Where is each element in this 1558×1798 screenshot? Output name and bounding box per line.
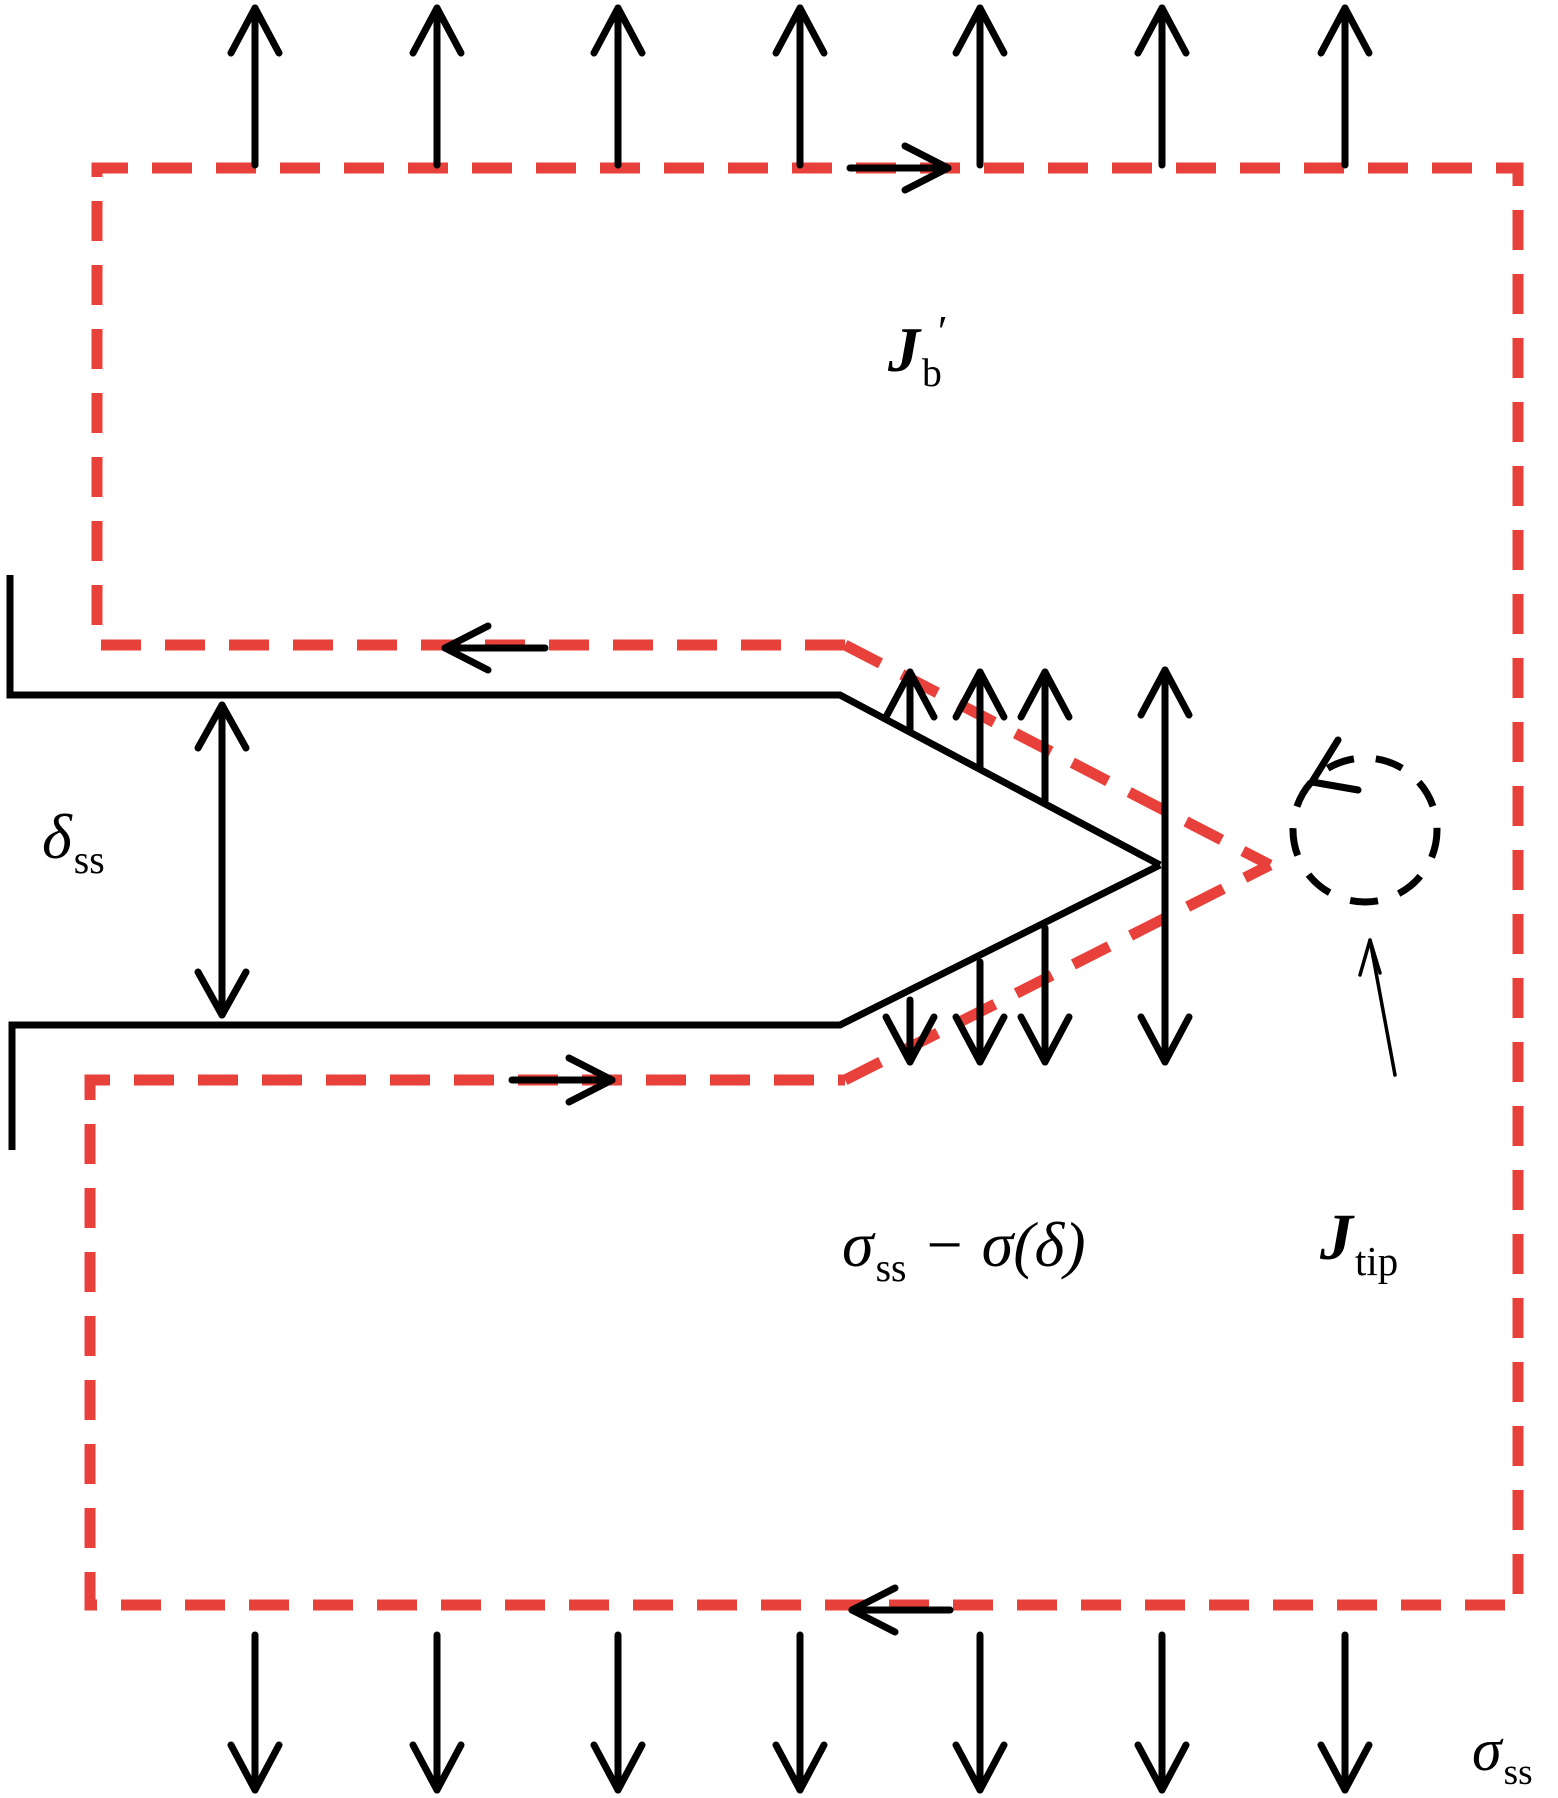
remote-stress-arrow-down: [952, 1631, 1008, 1794]
crack-upper-face: [6, 575, 1162, 869]
j-b-prime-label: Jb′: [888, 309, 948, 393]
j-symbol: J: [888, 314, 920, 385]
j-tip-label: Jtip: [1320, 1205, 1398, 1282]
remote-stress-arrow-down: [227, 1631, 283, 1794]
bridging-traction-arrow-up: [882, 668, 938, 734]
tip-contour-circle: [1289, 754, 1441, 906]
remote-stress-arrow-up: [952, 4, 1008, 169]
delta-ss-subscript: ss: [73, 838, 105, 883]
remote-stress-arrow-up: [1317, 4, 1373, 169]
contour-outer-path: [84, 162, 1524, 1611]
j-tip-subscript: tip: [1355, 1238, 1399, 1284]
tip-contour-direction-arrow: [1308, 736, 1362, 794]
crack-profile: [6, 575, 1162, 1150]
remote-stress-arrow-down: [1317, 1631, 1373, 1794]
delta-symbol: δ: [42, 801, 72, 872]
sigma-ss-symbol: σ: [1472, 1717, 1502, 1783]
bridging-traction-arrow-up: [1017, 668, 1073, 805]
sigma-ss-label-subscript: ss: [1503, 1752, 1533, 1794]
sigma-symbol: σ: [842, 1209, 874, 1280]
prime-mark: ′: [937, 306, 948, 357]
sigma-delta-term: − σ(δ): [906, 1209, 1086, 1280]
remote-stress-arrow-up: [772, 4, 828, 169]
remote-stress-arrow-up: [409, 4, 465, 169]
contour-direction-arrow-top: [846, 142, 952, 194]
delta-ss-label: δss: [42, 805, 105, 880]
crack-opening-arrow: [194, 701, 250, 1019]
sigma-ss-subscript: ss: [875, 1246, 907, 1291]
remote-stress-arrow-up: [590, 4, 646, 169]
bridging-traction-arrow-up: [952, 668, 1008, 771]
j-tip-symbol: J: [1320, 1201, 1353, 1274]
bridging-traction-arrow-down: [952, 958, 1008, 1066]
bridging-traction-arrow-down: [1017, 924, 1073, 1066]
contour-direction-arrow-lower-crack: [508, 1054, 616, 1106]
tip-pointer-arrow: [1358, 938, 1397, 1077]
contour-direction-arrow-upper-crack: [441, 622, 549, 674]
crack-lower-face: [8, 861, 1162, 1150]
remote-stress-arrow-down: [1134, 1631, 1190, 1794]
tip-traction-double-arrow: [1137, 666, 1193, 1066]
remote-stress-arrow-up: [1134, 4, 1190, 169]
sigma-ss-label: σss: [1472, 1717, 1533, 1791]
j-b-subscript: b: [922, 351, 942, 396]
contour-direction-arrow-bottom: [848, 1584, 954, 1636]
remote-stress-arrow-down: [409, 1631, 465, 1794]
remote-stress-arrow-up: [227, 4, 283, 169]
bridging-traction-arrow-down: [882, 996, 938, 1066]
bridging-stress-label: σss − σ(δ): [842, 1213, 1086, 1288]
remote-stress-arrow-down: [772, 1631, 828, 1794]
integration-contour: [84, 162, 1524, 1611]
remote-stress-arrow-down: [590, 1631, 646, 1794]
